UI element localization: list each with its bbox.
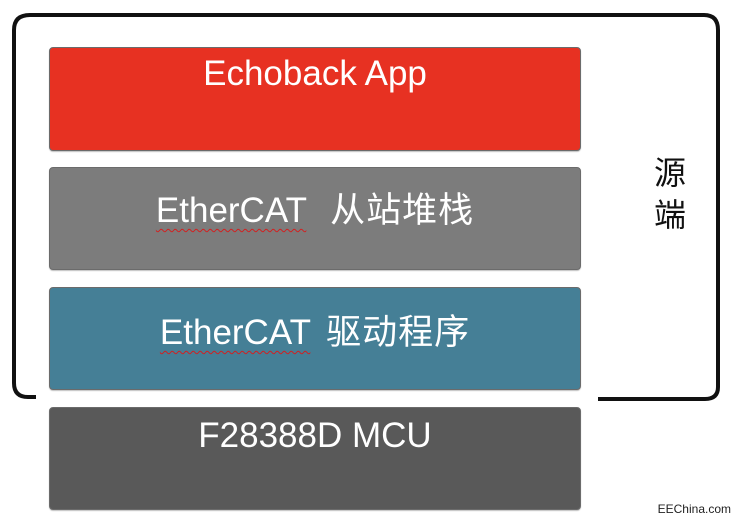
- mcu-label: F28388D MCU: [198, 416, 432, 455]
- echoback-app-label: Echoback App: [203, 54, 427, 93]
- ethercat-driver-label-en: EtherCAT: [159, 313, 311, 352]
- echoback-app-layer: Echoback App: [49, 47, 581, 151]
- ethercat-driver-label-cn: 驱动程序: [326, 313, 471, 353]
- watermark: EEChina.com: [657, 502, 731, 516]
- ethercat-slave-stack-layer: EtherCAT 从站堆栈: [49, 167, 581, 270]
- source-side-label: 源端: [653, 154, 686, 234]
- ethercat-stack-label-cn: 从站堆栈: [330, 191, 475, 231]
- mcu-layer: F28388D MCU: [49, 407, 581, 510]
- ethercat-driver-layer: EtherCAT 驱动程序: [49, 287, 581, 390]
- ethercat-stack-label-en: EtherCAT: [155, 191, 307, 230]
